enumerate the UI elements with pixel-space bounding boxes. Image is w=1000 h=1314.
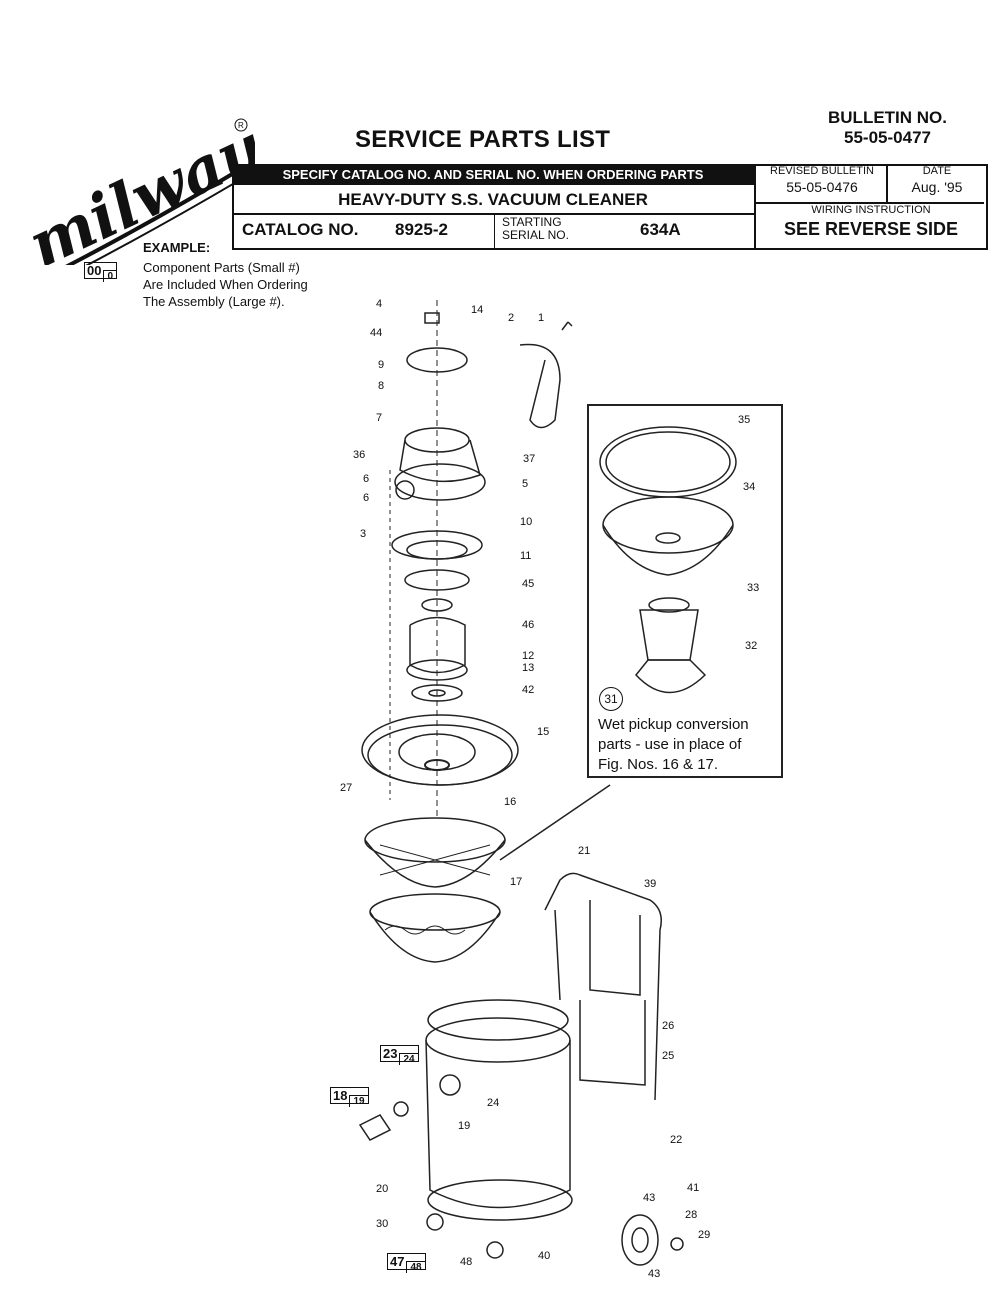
conversion-note: Wet pickup conversion parts - use in pla… (598, 716, 749, 773)
page-title: SERVICE PARTS LIST (355, 126, 611, 153)
part-label: 39 (644, 878, 657, 890)
part-label: 26 (662, 1020, 675, 1032)
part-label: 22 (670, 1134, 683, 1146)
divider (754, 164, 756, 248)
part-label: 2 (508, 312, 515, 324)
part-label: 5 (522, 478, 529, 490)
example-label: EXAMPLE: (143, 240, 211, 255)
divider (886, 164, 888, 202)
part-label: 6 (363, 492, 370, 504)
divider (494, 213, 495, 248)
part-label: 28 (685, 1209, 698, 1221)
bulletin-label: BULLETIN NO. (828, 108, 947, 127)
milwaukee-logo: milwaukee R (17, 105, 255, 265)
part-label: 14 (471, 304, 484, 316)
conversion-box (587, 404, 783, 778)
part-label: 40 (538, 1250, 551, 1262)
part-label: 37 (523, 453, 536, 465)
part-label: 41 (687, 1182, 700, 1194)
part-label: 15 (537, 726, 550, 738)
starting-serial: 634A (640, 220, 681, 239)
part-label: 10 (520, 516, 533, 528)
part-label: 21 (578, 845, 591, 857)
divider (756, 202, 984, 204)
specify-note: SPECIFY CATALOG NO. AND SERIAL NO. WHEN … (232, 164, 754, 185)
part-label: 6 (363, 473, 370, 485)
revised-label: REVISED BULLETIN (770, 165, 874, 177)
part-label: 19 (458, 1120, 471, 1132)
part-label: 27 (340, 782, 353, 794)
wiring-label: WIRING INSTRUCTION (811, 204, 931, 216)
part-label: 30 (376, 1218, 389, 1230)
revised-value: 55-05-0476 (786, 179, 858, 195)
part-label: 43 (643, 1192, 656, 1204)
svg-text:R: R (238, 121, 244, 130)
part-label: 20 (376, 1183, 389, 1195)
part-label: 13 (522, 662, 535, 674)
wiring-value: SEE REVERSE SIDE (783, 219, 959, 239)
product-name: HEAVY-DUTY S.S. VACUUM CLEANER (232, 186, 754, 215)
part-label: 43 (648, 1268, 661, 1280)
part-label: 35 (738, 414, 751, 426)
part-label: 8 (378, 380, 385, 392)
part-label: 33 (747, 582, 760, 594)
conversion-ref-number: 31 (599, 687, 623, 711)
part-label: 9 (378, 359, 385, 371)
part-label: 46 (522, 619, 535, 631)
date-label: DATE (922, 165, 952, 177)
starting-serial-label: STARTING SERIAL NO. (502, 215, 569, 242)
part-label: 48 (460, 1256, 473, 1268)
date-value: Aug. '95 (911, 179, 963, 195)
example-text: Component Parts (Small #) Are Included W… (143, 260, 308, 309)
part-label: 32 (745, 640, 758, 652)
part-label: 36 (353, 449, 366, 461)
part-label: 29 (698, 1229, 711, 1241)
part-label: 24 (487, 1097, 500, 1109)
part-label: 16 (504, 796, 517, 808)
part-label: 45 (522, 578, 535, 590)
part-label: 17 (510, 876, 523, 888)
part-label: 4 (376, 298, 383, 310)
part-label: 7 (376, 412, 383, 424)
catalog-label: CATALOG NO. (242, 220, 359, 239)
part-label: 25 (662, 1050, 675, 1062)
part-label: 1 (538, 312, 545, 324)
bulletin-number: 55-05-0477 (844, 128, 931, 147)
catalog-number: 8925-2 (395, 220, 448, 239)
part-label: 42 (522, 684, 535, 696)
part-label: 12 (522, 650, 535, 662)
part-label: 11 (520, 550, 532, 562)
part-label: 44 (370, 327, 383, 339)
part-label: 34 (743, 481, 756, 493)
part-label: 3 (360, 528, 367, 540)
